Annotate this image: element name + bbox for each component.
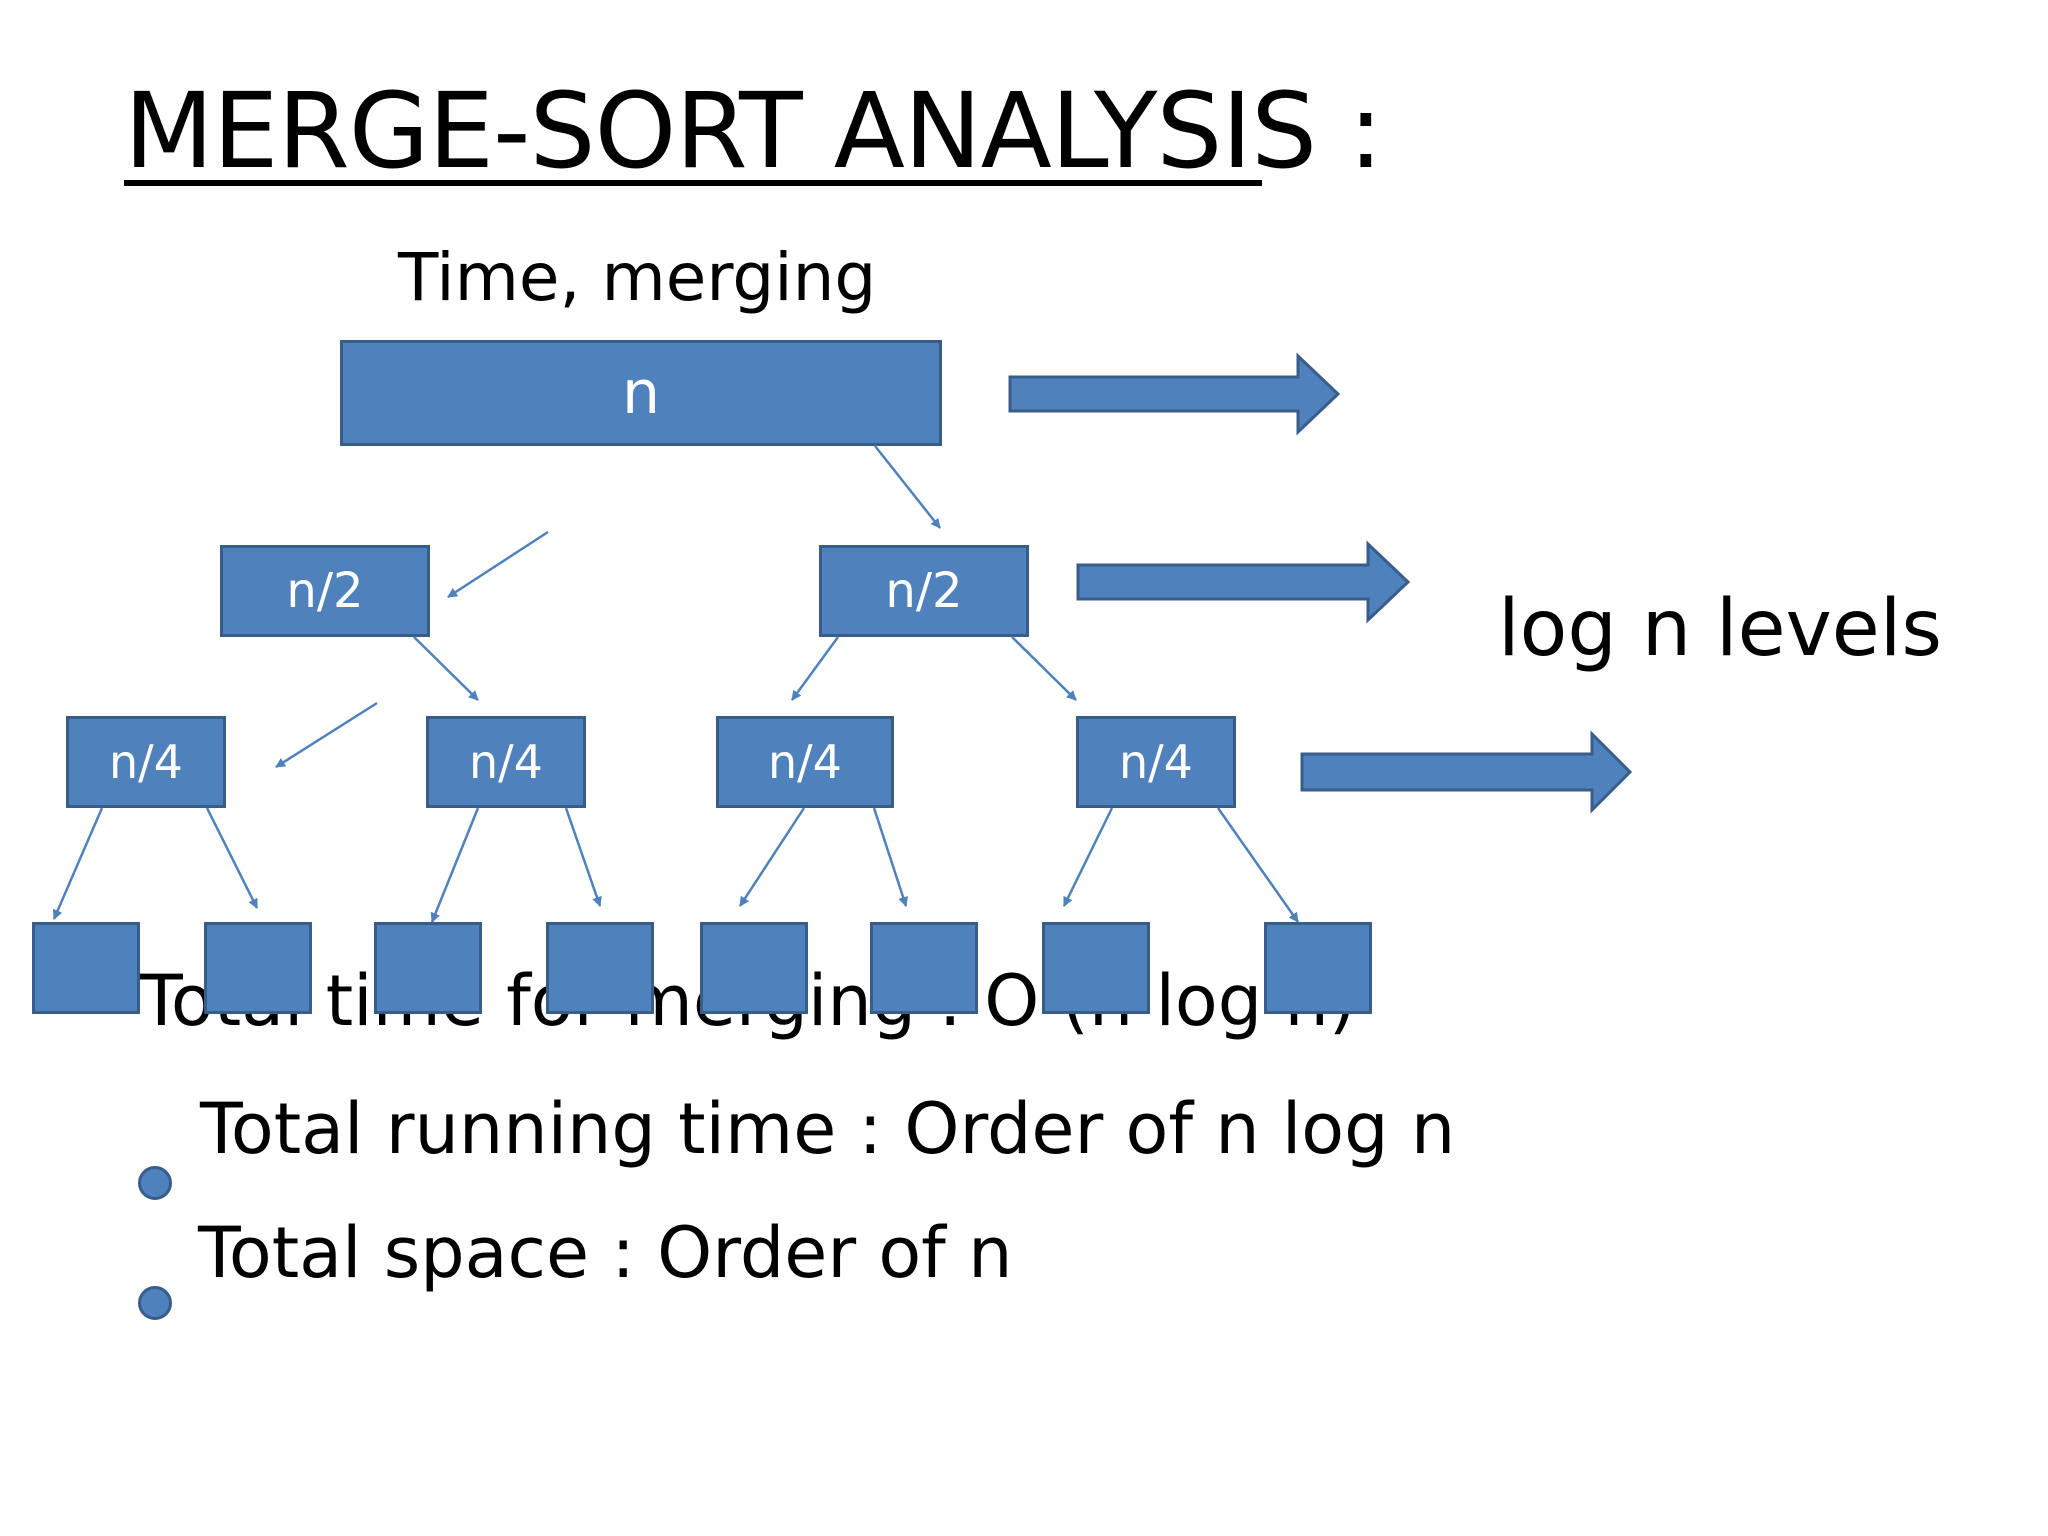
bullet-dot-1 <box>138 1166 172 1200</box>
level1-node-left-label: n/2 <box>286 563 364 619</box>
level-arrow-1 <box>1008 352 1341 436</box>
edge-l1b-left <box>790 636 840 701</box>
edge-l2b-left <box>430 807 480 923</box>
diagram-subtitle: Time, merging <box>398 239 877 316</box>
edge-l2d-right <box>1216 807 1300 923</box>
level2-node-3-label: n/4 <box>768 735 842 789</box>
level1-node-right: n/2 <box>819 545 1029 637</box>
leaf-node-8 <box>1264 922 1372 1014</box>
level2-node-1: n/4 <box>66 716 226 808</box>
edge-l1a-left <box>275 701 378 769</box>
edge-l2c-left <box>738 807 806 907</box>
level1-node-right-label: n/2 <box>885 563 963 619</box>
bullet-dot-2 <box>138 1286 172 1320</box>
root-node: n <box>340 340 942 446</box>
edge-l1b-right <box>1011 636 1077 701</box>
leaf-node-5 <box>700 922 808 1014</box>
level2-node-2: n/4 <box>426 716 586 808</box>
root-node-label: n <box>621 358 661 428</box>
level-arrow-2 <box>1076 540 1411 624</box>
edge-root-left <box>447 530 549 599</box>
level-arrow-3 <box>1300 730 1633 814</box>
title-underline <box>124 180 1262 186</box>
edge-l2c-right <box>872 807 908 907</box>
level2-node-1-label: n/4 <box>109 735 183 789</box>
log-n-levels-label: log n levels <box>1498 584 1943 674</box>
edge-l2d-left <box>1062 807 1114 907</box>
edge-l2b-right <box>564 807 602 907</box>
leaf-node-2 <box>204 922 312 1014</box>
slide-title: MERGE-SORT ANALYSIS : <box>124 70 1383 192</box>
level2-node-3: n/4 <box>716 716 894 808</box>
edge-root-right <box>874 445 941 529</box>
leaf-node-3 <box>374 922 482 1014</box>
bullet-space: Total space : Order of n <box>198 1212 1013 1294</box>
leaf-node-4 <box>546 922 654 1014</box>
level2-node-4: n/4 <box>1076 716 1236 808</box>
bullet-running-time: Total running time : Order of n log n <box>200 1088 1456 1170</box>
level1-node-left: n/2 <box>220 545 430 637</box>
edge-l1a-right <box>413 636 479 701</box>
leaf-node-1 <box>32 922 140 1014</box>
level2-node-2-label: n/4 <box>469 735 543 789</box>
edge-l2a-right <box>205 807 259 909</box>
leaf-node-7 <box>1042 922 1150 1014</box>
edge-l2a-left <box>52 807 104 920</box>
leaf-node-6 <box>870 922 978 1014</box>
level2-node-4-label: n/4 <box>1119 735 1193 789</box>
